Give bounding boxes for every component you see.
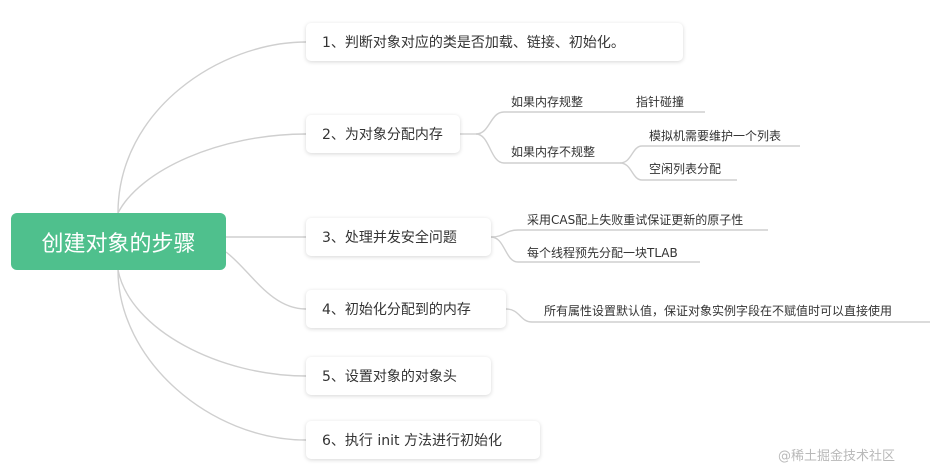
leaf-maintain-list[interactable]: 模拟机需要维护一个列表 (649, 129, 782, 143)
leaf-tlab[interactable]: 每个线程预先分配一块TLAB (527, 246, 678, 260)
leaf-cas-retry[interactable]: 采用CAS配上失败重试保证更新的原子性 (527, 213, 744, 227)
step-1-node[interactable]: 1、判断对象对应的类是否加载、链接、初始化。 (306, 23, 683, 61)
step-5-node[interactable]: 5、设置对象的对象头 (306, 357, 491, 395)
step-2-node[interactable]: 2、为对象分配内存 (306, 115, 460, 153)
step-6-node[interactable]: 6、执行 init 方法进行初始化 (306, 421, 540, 459)
root-node[interactable]: 创建对象的步骤 (11, 213, 226, 270)
step-4-node[interactable]: 4、初始化分配到的内存 (306, 290, 506, 328)
watermark: @稀土掘金技术社区 (778, 449, 896, 464)
leaf-default-values[interactable]: 所有属性设置默认值，保证对象实例字段在不赋值时可以直接使用 (544, 304, 893, 318)
branch-memory-regular[interactable]: 如果内存规整 (511, 95, 584, 109)
branch-memory-irregular[interactable]: 如果内存不规整 (511, 145, 596, 159)
leaf-pointer-bump[interactable]: 指针碰撞 (636, 95, 685, 109)
step-3-node[interactable]: 3、处理并发安全问题 (306, 218, 491, 256)
leaf-free-list-allocation[interactable]: 空闲列表分配 (649, 162, 722, 176)
